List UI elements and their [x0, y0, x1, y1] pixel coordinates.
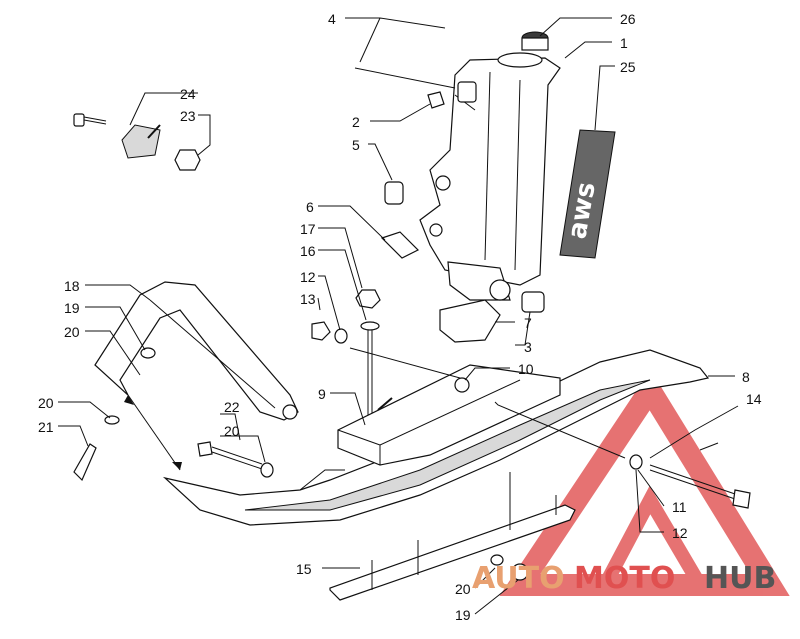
callout-25: 25 [620, 59, 636, 75]
callout-13: 13 [300, 291, 316, 307]
callout-26: 26 [620, 11, 636, 27]
callout-9: 9 [318, 386, 326, 402]
ski [162, 349, 710, 526]
callout-17: 17 [300, 221, 316, 237]
watermark-hub: HUB [704, 561, 776, 596]
callout-12: 12 [300, 269, 316, 285]
watermark-logo [499, 369, 790, 596]
callout-20c: 20 [224, 423, 240, 439]
callout-11: 11 [672, 499, 687, 515]
callout-20d: 20 [455, 581, 471, 597]
callout-20b: 20 [38, 395, 54, 411]
callout-18: 18 [64, 278, 80, 294]
bolt-22 [197, 441, 274, 478]
nut-13 [311, 321, 348, 344]
bushing-6 [380, 231, 420, 259]
bolt-14 [629, 442, 751, 509]
callout-19b: 19 [455, 607, 471, 623]
washers-19-20 [490, 554, 529, 581]
callout-10: 10 [518, 361, 534, 377]
ski-handle [94, 281, 299, 421]
saddle [337, 364, 561, 466]
wear-bar [329, 472, 576, 601]
callout-labels: 4 26 1 25 24 23 2 5 6 17 16 12 13 18 19 … [38, 11, 762, 623]
watermark-moto: MOTO [574, 561, 675, 596]
callout-22: 22 [224, 399, 240, 415]
callout-14: 14 [746, 391, 762, 407]
callout-24: 24 [180, 86, 196, 102]
bolt-21 [73, 415, 120, 482]
callout-12b: 12 [672, 525, 688, 541]
leader-lines [58, 17, 739, 615]
callout-4: 4 [328, 11, 336, 27]
bushing-5 [384, 181, 404, 205]
callout-2: 2 [352, 114, 360, 130]
callout-3: 3 [524, 339, 532, 355]
callout-8: 8 [742, 369, 750, 385]
callout-16: 16 [300, 243, 316, 259]
bracket-23 [121, 124, 201, 171]
callout-19: 19 [64, 300, 80, 316]
callout-20: 20 [64, 324, 80, 340]
callout-1: 1 [620, 35, 628, 51]
bushing-3 [521, 291, 545, 313]
callout-15: 15 [296, 561, 312, 577]
bolt-24 [73, 113, 107, 127]
callout-5: 5 [352, 137, 360, 153]
watermark-text: AUTO MOTO HUB [472, 561, 776, 596]
callout-21: 21 [38, 419, 54, 435]
bolt-2 [427, 91, 445, 109]
callout-6: 6 [306, 199, 314, 215]
spindle-housing [419, 31, 561, 301]
callout-23: 23 [180, 108, 196, 124]
bushing-7 [439, 299, 501, 343]
watermark-auto: AUTO [472, 561, 565, 596]
aws-decal: aws [559, 129, 616, 259]
callout-7: 7 [524, 315, 532, 331]
